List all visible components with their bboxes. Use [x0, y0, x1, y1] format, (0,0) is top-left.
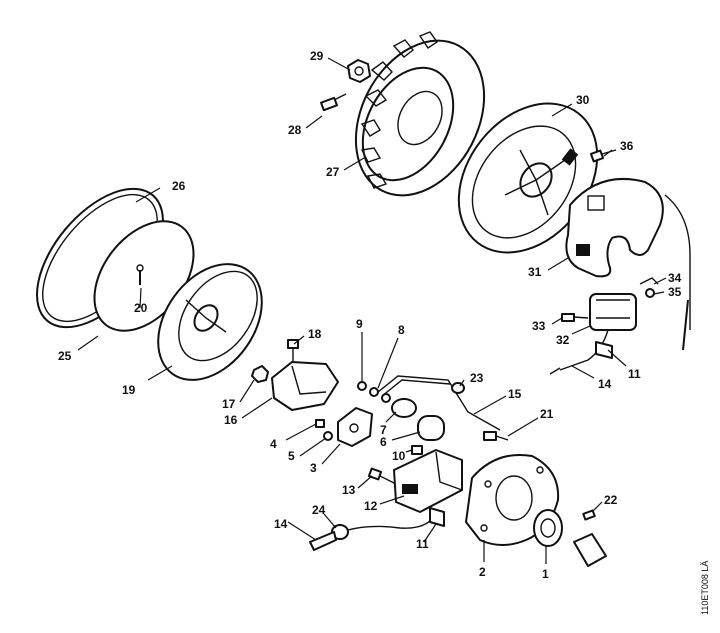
callout-27: 27: [326, 165, 340, 179]
callout-26: 26: [172, 179, 186, 193]
screw-28: [320, 93, 347, 112]
callout-22: 22: [604, 493, 618, 507]
ignition-lead-left: [309, 507, 445, 551]
key-22: [582, 509, 596, 521]
callout-28: 28: [288, 123, 302, 137]
screw-18: [287, 339, 299, 362]
callout-7: 7: [380, 423, 387, 437]
washer-35: [645, 288, 655, 298]
callout-11-right: 11: [628, 367, 641, 381]
callout-35: 35: [668, 285, 682, 299]
nut-17: [251, 365, 269, 383]
callout-9: 9: [356, 317, 363, 331]
breaker-3: [337, 407, 373, 447]
callout-17: 17: [222, 397, 236, 411]
callout-31: 31: [528, 265, 542, 279]
flywheel-nut: [347, 59, 371, 83]
callout-16: 16: [224, 413, 238, 427]
finned-flywheel: [354, 31, 486, 197]
flywheel-19: [157, 263, 263, 381]
callout-14-right: 14: [598, 377, 612, 391]
callout-15: 15: [508, 387, 522, 401]
callout-21: 21: [540, 407, 554, 421]
callout-6: 6: [380, 435, 387, 449]
washer-8: [369, 387, 391, 403]
callout-18: 18: [308, 327, 322, 341]
callout-12: 12: [364, 499, 378, 513]
callout-14-left: 14: [274, 517, 288, 531]
screw-10: [411, 445, 423, 455]
callout-25: 25: [58, 349, 72, 363]
ignition-coil-12: [393, 449, 463, 513]
callout-29: 29: [310, 49, 324, 63]
callout-24: 24: [312, 503, 326, 517]
capacitor-6: [417, 415, 445, 441]
callout-8: 8: [398, 323, 405, 337]
bracket-16: [271, 361, 339, 411]
callout-32: 32: [556, 333, 570, 347]
callout-30: 30: [576, 93, 590, 107]
ignition-coil-32: [589, 293, 637, 331]
callout-13: 13: [342, 483, 356, 497]
ignition-module-31: [565, 178, 691, 351]
fan-rotor-30: [457, 102, 599, 254]
callout-19: 19: [122, 383, 136, 397]
screw-36: [589, 149, 617, 163]
clip-34: [639, 277, 659, 285]
callout-34: 34: [668, 271, 682, 285]
callout-labels: 29 28 27 30 36 26 20 25 19 31 34 35 33 3…: [58, 49, 682, 581]
screw-13: [367, 467, 397, 485]
spark-cap: [573, 533, 607, 567]
screw-4: [315, 419, 325, 428]
ignition-lead-right: [549, 329, 613, 375]
screw-33: [561, 313, 589, 322]
leader-lines: [77, 57, 667, 564]
callout-11-left: 11: [416, 537, 429, 551]
callout-10: 10: [392, 449, 406, 463]
cam-7: [391, 398, 417, 418]
screw-21: [483, 431, 509, 441]
callout-20: 20: [134, 301, 148, 315]
callout-5: 5: [288, 449, 295, 463]
reference-code: 110ET008 LÄ: [700, 561, 710, 615]
callout-36: 36: [620, 139, 634, 153]
washer-9: [357, 381, 367, 391]
callout-4: 4: [270, 437, 277, 451]
callout-2: 2: [479, 565, 486, 579]
callout-1: 1: [542, 567, 549, 581]
callout-33: 33: [532, 319, 546, 333]
seal-ring-1: [533, 509, 563, 547]
callout-23: 23: [470, 371, 484, 385]
callout-3: 3: [310, 461, 317, 475]
